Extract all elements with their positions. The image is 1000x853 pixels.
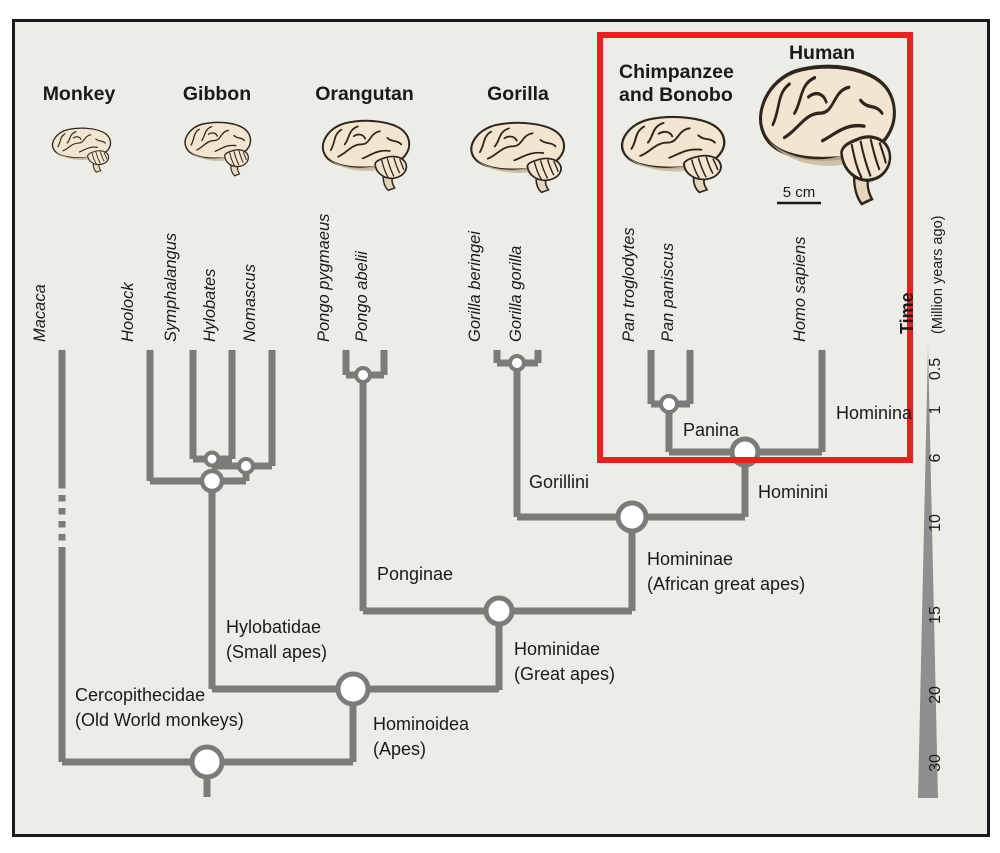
clade-label-hylobatidae-sub: (Small apes) [226,642,328,662]
clade-label-gorillini: Gorillini [529,472,590,492]
clade-label-cercopithecidae-name: Cercopithecidae [75,685,206,705]
species-label-pongo-pygmaeus: Pongo pygmaeus [315,213,333,342]
brain-gorilla [470,121,566,194]
species-label-macaca: Macaca [31,284,49,342]
node-symphalangus-hylobates [203,450,221,468]
clade-label-cercopithecidae-sub: (Old World monkeys) [75,710,244,730]
heading-chimpanzee-line2: and Bonobo [619,84,733,106]
time-axis-wedge [918,345,938,798]
heading-chimpanzee-bonobo: Chimpanzee and Bonobo [619,61,734,107]
species-label-symphalangus: Symphalangus [162,232,180,342]
clade-label-hominoidea-sub: (Apes) [373,739,427,759]
clade-label-homininae-name: Homininae [647,549,734,569]
time-tick-20: 20 [927,686,944,704]
species-label-gorilla-gorilla: Gorilla gorilla [507,245,525,342]
heading-gorilla: Gorilla [487,83,549,105]
species-label-hylobates: Hylobates [201,268,219,342]
time-tick-1: 1 [927,405,944,415]
species-label-pongo-abelii: Pongo abelii [353,251,371,342]
time-axis-unit: (Million years ago) [930,215,946,334]
clade-label-cercopithecidae: Cercopithecidae (Old World monkeys) [75,683,244,733]
clade-label-hominidae-name: Hominidae [514,639,601,659]
clade-label-homininae-sub: (African great apes) [647,574,806,594]
node-nomascus-join [237,457,255,475]
clade-label-ponginae: Ponginae [377,564,454,584]
clade-label-hylobatidae: Hylobatidae (Small apes) [226,615,327,665]
time-tick-30: 30 [927,754,944,772]
node-homininae [615,500,649,534]
time-tick-0-5: 0.5 [927,357,944,381]
scale-bar-label: 5 cm [782,184,816,201]
brain-monkey [51,127,112,173]
species-label-homo-sapiens: Homo sapiens [791,236,809,342]
clade-label-panina: Panina [683,420,740,440]
brain-chimpanzee [620,115,726,194]
clade-label-hominidae-sub: (Great apes) [514,664,616,684]
node-root [189,744,225,780]
heading-human: Human [788,42,856,64]
node-hominoidea [335,671,371,707]
time-axis-title: Time [897,292,917,334]
node-pongo [354,366,372,384]
tree-nodes [189,354,761,780]
node-panina [659,394,679,414]
brain-gibbon [184,121,252,177]
species-label-pan-paniscus: Pan paniscus [659,242,677,342]
clade-label-hominoidea: Hominoidea (Apes) [373,712,469,762]
species-label-pan-troglodytes: Pan troglodytes [620,227,638,342]
time-tick-10: 10 [927,514,944,532]
node-hominidae [483,595,515,627]
clade-label-hominoidea-name: Hominoidea [373,714,470,734]
brain-orangutan [321,119,411,192]
heading-orangutan: Orangutan [315,83,414,105]
heading-chimpanzee-line1: Chimpanzee [619,61,734,83]
clade-label-hominina: Hominina [836,403,913,423]
node-gorilla [508,354,526,372]
clade-label-homininae: Homininae (African great apes) [647,547,805,597]
species-label-nomascus: Nomascus [241,264,259,342]
species-label-gorilla-beringei: Gorilla beringei [466,231,484,342]
clade-label-hominidae: Hominidae (Great apes) [514,637,615,687]
time-tick-6: 6 [927,453,944,463]
heading-monkey: Monkey [42,83,116,105]
clade-label-hylobatidae-name: Hylobatidae [226,617,322,637]
node-hylobatidae [199,468,225,494]
species-label-hoolock: Hoolock [119,282,137,342]
heading-gibbon: Gibbon [182,83,252,105]
time-tick-15: 15 [927,606,944,624]
clade-label-hominini: Hominini [758,482,829,502]
highlight-box-chimp-human [597,32,913,463]
